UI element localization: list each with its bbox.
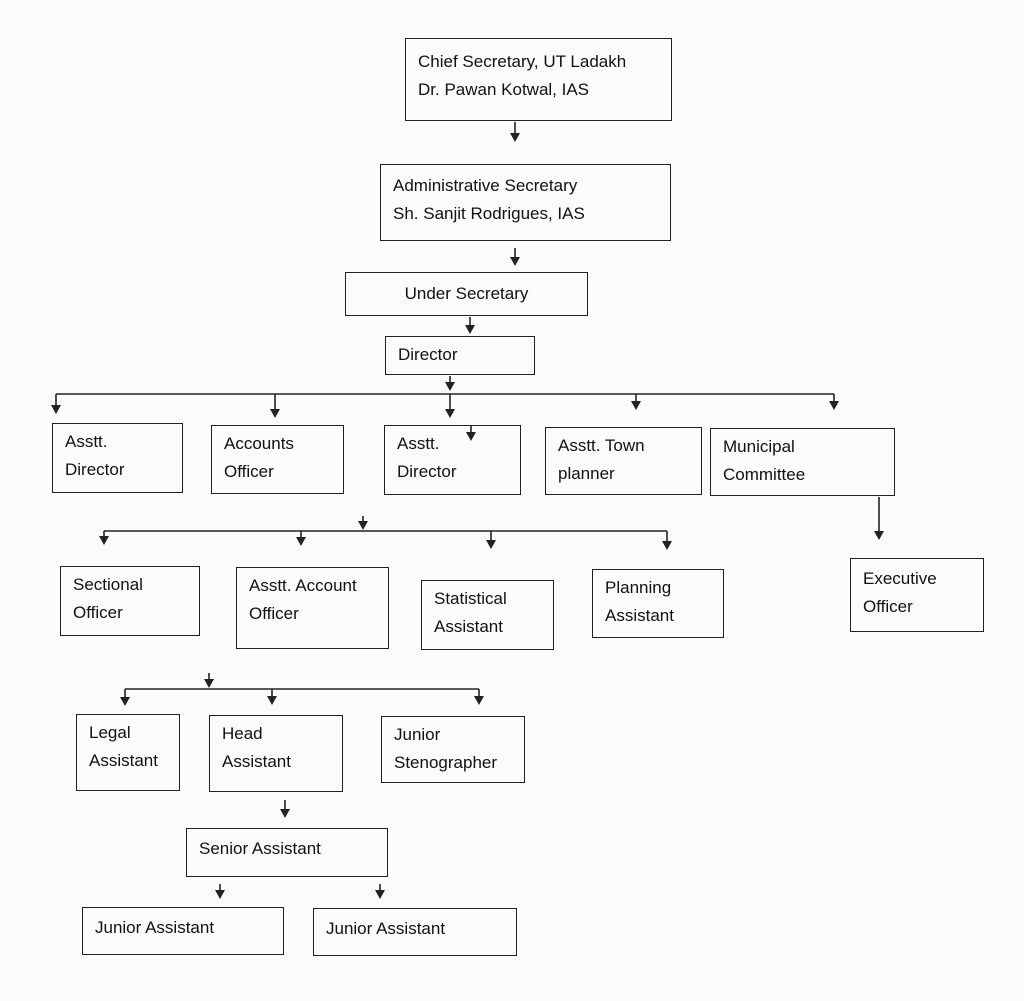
under-to-director-arrow xyxy=(465,325,475,334)
asstt-town-planner-line2: planner xyxy=(558,464,615,483)
planning-assistant-line2: Assistant xyxy=(605,606,674,625)
asstt-director-2-line2: Director xyxy=(397,462,457,481)
head-assistant-line1: Head xyxy=(222,724,263,743)
junior-stenographer-line1: Junior xyxy=(394,725,441,744)
asstt-director-2-line1: Asstt. xyxy=(397,434,440,453)
legal-assistant-line1: Legal xyxy=(89,723,131,742)
junior-assistant-1-box: Junior Assistant xyxy=(82,907,284,955)
bus-to-accounts-officer-arrow xyxy=(270,409,280,418)
administrative-secretary-title: Administrative Secretary xyxy=(393,176,578,195)
chief-secretary-box: Chief Secretary, UT Ladakh Dr. Pawan Kot… xyxy=(405,38,672,121)
bus-to-sectional-officer-arrow xyxy=(99,536,109,545)
asstt-account-officer-line1: Asstt. Account xyxy=(249,576,357,595)
asstt-town-planner-box: Asstt. Town planner xyxy=(545,427,702,495)
junior-assistant-2-label: Junior Assistant xyxy=(326,919,446,938)
junior-assistant-2-box: Junior Assistant xyxy=(313,908,517,956)
sectional-officer-box: Sectional Officer xyxy=(60,566,200,636)
junior-assistant-1-label: Junior Assistant xyxy=(95,918,215,937)
administrative-secretary-name: Sh. Sanjit Rodrigues, IAS xyxy=(393,204,585,223)
director-to-bus-arrow xyxy=(445,382,455,391)
legal-assistant-line2: Assistant xyxy=(89,751,158,770)
municipal-committee-line1: Municipal xyxy=(723,437,795,456)
asstt-account-officer-box: Asstt. Account Officer xyxy=(236,567,389,649)
bus-to-municipal-committee-arrow xyxy=(829,401,839,410)
bus-to-asstt-town-planner-arrow xyxy=(631,401,641,410)
executive-officer-line1: Executive xyxy=(863,569,937,588)
asstt-account-officer-line2: Officer xyxy=(249,604,299,623)
bus-to-planning-assistant-arrow xyxy=(662,541,672,550)
statistical-assistant-line1: Statistical xyxy=(434,589,507,608)
junior-stenographer-box: Junior Stenographer xyxy=(381,716,525,783)
municipal-committee-line2: Committee xyxy=(723,465,806,484)
senior-assistant-box: Senior Assistant xyxy=(186,828,388,877)
tier3-bus-drop-arrow xyxy=(204,679,214,688)
under-secretary-label: Under Secretary xyxy=(404,284,529,303)
sectional-officer-line2: Officer xyxy=(73,603,123,622)
administrative-secretary-box: Administrative Secretary Sh. Sanjit Rodr… xyxy=(380,164,671,241)
head-assistant-box: Head Assistant xyxy=(209,715,343,792)
sectional-officer-line1: Sectional xyxy=(73,575,143,594)
chief-to-admin-arrow xyxy=(510,133,520,142)
statistical-assistant-box: Statistical Assistant xyxy=(421,580,554,650)
accounts-officer-box: Accounts Officer xyxy=(211,425,344,494)
bus-to-head-assistant-arrow xyxy=(267,696,277,705)
under-secretary-box: Under Secretary xyxy=(345,272,588,316)
asstt-director-2-box: Asstt. Director xyxy=(384,425,521,495)
legal-assistant-box: Legal Assistant xyxy=(76,714,180,791)
asstt-director-1-line1: Asstt. xyxy=(65,432,108,451)
executive-officer-line2: Officer xyxy=(863,597,913,616)
bus-to-asstt-director-1-arrow xyxy=(51,405,61,414)
municipal-to-executive-arrow xyxy=(874,531,884,540)
director-box: Director xyxy=(385,336,535,375)
senior-assistant-label: Senior Assistant xyxy=(199,839,321,858)
accounts-officer-line1: Accounts xyxy=(224,434,294,453)
planning-assistant-box: Planning Assistant xyxy=(592,569,724,638)
head-assistant-line2: Assistant xyxy=(222,752,291,771)
executive-officer-box: Executive Officer xyxy=(850,558,984,632)
senior-to-junior-2-arrow xyxy=(375,890,385,899)
asstt-director-1-box: Asstt. Director xyxy=(52,423,183,493)
municipal-committee-box: Municipal Committee xyxy=(710,428,895,496)
tier2-bus-drop-arrow xyxy=(358,521,368,530)
bus-to-statistical-assistant-arrow xyxy=(486,540,496,549)
asstt-director-inner-arrow xyxy=(466,432,476,441)
head-to-senior-arrow xyxy=(280,809,290,818)
admin-to-under-arrow xyxy=(510,257,520,266)
statistical-assistant-line2: Assistant xyxy=(434,617,503,636)
asstt-town-planner-line1: Asstt. Town xyxy=(558,436,645,455)
chief-secretary-title: Chief Secretary, UT Ladakh xyxy=(418,52,627,71)
bus-to-legal-assistant-arrow xyxy=(120,697,130,706)
senior-to-junior-1-arrow xyxy=(215,890,225,899)
junior-stenographer-line2: Stenographer xyxy=(394,753,498,772)
bus-to-asstt-director-2-arrow xyxy=(445,409,455,418)
bus-to-asstt-account-officer-arrow xyxy=(296,537,306,546)
chief-secretary-name: Dr. Pawan Kotwal, IAS xyxy=(418,80,590,99)
planning-assistant-line1: Planning xyxy=(605,578,672,597)
accounts-officer-line2: Officer xyxy=(224,462,274,481)
director-label: Director xyxy=(398,345,458,364)
bus-to-junior-stenographer-arrow xyxy=(474,696,484,705)
asstt-director-1-line2: Director xyxy=(65,460,125,479)
